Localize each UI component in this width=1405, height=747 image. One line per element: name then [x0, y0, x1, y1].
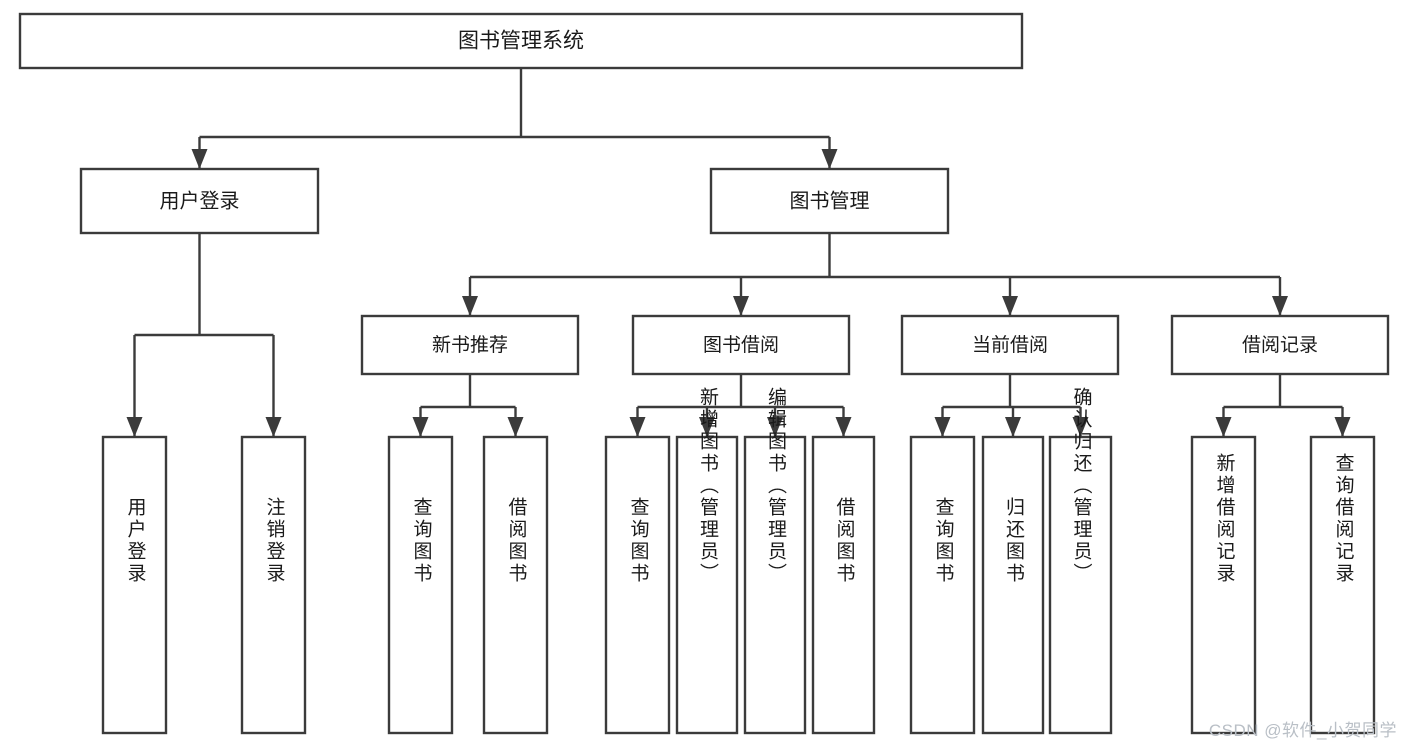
- node-new-book-recommend[interactable]: 新书推荐: [360, 314, 580, 376]
- arrow-head-icon: [733, 296, 749, 316]
- node-box-leaf-query-borrow-record[interactable]: [1309, 435, 1376, 735]
- node-box-leaf-return-book[interactable]: [981, 435, 1045, 735]
- node-label-current-borrow: 当前借阅: [972, 334, 1048, 356]
- arrow-head-icon: [126, 417, 143, 437]
- node-label-leaf-query-book-2: 查询图书: [627, 497, 649, 585]
- node-leaf-add-book[interactable]: 新增图书（管理员）: [675, 387, 739, 735]
- arrow-head-icon: [507, 417, 524, 437]
- arrow-head-icon: [1002, 296, 1018, 316]
- node-box-current-borrow[interactable]: [900, 314, 1120, 376]
- node-leaf-query-book-3[interactable]: 查询图书: [909, 435, 976, 735]
- node-leaf-return-book[interactable]: 归还图书: [981, 435, 1045, 735]
- node-leaf-add-borrow-record[interactable]: 新增借阅记录: [1190, 435, 1257, 735]
- node-leaf-query-book-2[interactable]: 查询图书: [604, 435, 671, 735]
- node-label-user-login: 用户登录: [160, 189, 240, 212]
- node-label-book-management: 图书管理: [790, 189, 870, 212]
- node-label-leaf-borrow-book-1: 借阅图书: [505, 497, 527, 585]
- node-leaf-query-book-1[interactable]: 查询图书: [387, 435, 454, 735]
- node-current-borrow[interactable]: 当前借阅: [900, 314, 1120, 376]
- node-book-borrow[interactable]: 图书借阅: [631, 314, 851, 376]
- node-label-leaf-query-book-1: 查询图书: [410, 497, 432, 585]
- node-label-leaf-query-book-3: 查询图书: [932, 497, 954, 585]
- arrow-head-icon: [412, 417, 429, 437]
- node-user-login[interactable]: 用户登录: [79, 167, 320, 235]
- node-root[interactable]: 图书管理系统: [18, 12, 1024, 70]
- node-label-leaf-query-borrow-record: 查询借阅记录: [1332, 453, 1354, 585]
- connector-edges-layer: [126, 68, 1351, 437]
- node-leaf-query-borrow-record[interactable]: 查询借阅记录: [1309, 435, 1376, 735]
- arrow-head-icon: [265, 417, 282, 437]
- arrow-head-icon: [821, 149, 838, 169]
- node-leaf-edit-book[interactable]: 编辑图书（管理员）: [743, 387, 807, 735]
- arrow-head-icon: [1005, 417, 1021, 437]
- node-label-leaf-confirm-return: 确认归还（管理员）: [1070, 387, 1092, 585]
- arrow-head-icon: [1334, 417, 1351, 437]
- node-box-user-login[interactable]: [79, 167, 320, 235]
- node-box-borrow-record[interactable]: [1170, 314, 1390, 376]
- node-box-root[interactable]: [18, 12, 1024, 70]
- node-label-book-borrow: 图书借阅: [703, 334, 779, 356]
- node-box-leaf-query-book-3[interactable]: [909, 435, 976, 735]
- node-borrow-record[interactable]: 借阅记录: [1170, 314, 1390, 376]
- node-label-leaf-user-logout: 注销登录: [263, 497, 285, 585]
- node-label-leaf-user-login: 用户登录: [124, 497, 146, 585]
- node-box-leaf-borrow-book-1[interactable]: [482, 435, 549, 735]
- node-box-leaf-query-book-2[interactable]: [604, 435, 671, 735]
- node-box-new-book-recommend[interactable]: [360, 314, 580, 376]
- csdn-watermark: CSDN @软件_小贺同学: [1208, 721, 1397, 740]
- node-leaf-borrow-book-1[interactable]: 借阅图书: [482, 435, 549, 735]
- node-box-leaf-confirm-return[interactable]: [1048, 435, 1113, 735]
- arrow-head-icon: [767, 417, 783, 437]
- arrow-head-icon: [1072, 417, 1089, 437]
- node-label-leaf-add-book: 新增图书（管理员）: [697, 387, 719, 585]
- arrow-head-icon: [934, 417, 951, 437]
- arrow-head-icon: [699, 417, 715, 437]
- node-box-leaf-user-logout[interactable]: [240, 435, 307, 735]
- arrow-head-icon: [835, 417, 852, 437]
- node-label-new-book-recommend: 新书推荐: [432, 334, 508, 356]
- arrow-head-icon: [1272, 296, 1288, 316]
- node-leaf-user-logout[interactable]: 注销登录: [240, 435, 307, 735]
- node-leaf-borrow-book-2[interactable]: 借阅图书: [811, 435, 876, 735]
- node-box-book-management[interactable]: [709, 167, 950, 235]
- node-box-leaf-user-login[interactable]: [101, 435, 168, 735]
- node-box-book-borrow[interactable]: [631, 314, 851, 376]
- arrow-head-icon: [191, 149, 208, 169]
- node-label-leaf-edit-book: 编辑图书（管理员）: [765, 387, 787, 585]
- node-box-leaf-edit-book[interactable]: [743, 435, 807, 735]
- node-book-management[interactable]: 图书管理: [709, 167, 950, 235]
- node-box-leaf-add-borrow-record[interactable]: [1190, 435, 1257, 735]
- node-box-leaf-borrow-book-2[interactable]: [811, 435, 876, 735]
- node-box-leaf-add-book[interactable]: [675, 435, 739, 735]
- node-label-root: 图书管理系统: [458, 30, 584, 53]
- node-leaf-user-login[interactable]: 用户登录: [101, 435, 168, 735]
- node-label-leaf-add-borrow-record: 新增借阅记录: [1213, 453, 1235, 585]
- node-label-borrow-record: 借阅记录: [1242, 334, 1318, 356]
- node-box-leaf-query-book-1[interactable]: [387, 435, 454, 735]
- arrow-head-icon: [629, 417, 646, 437]
- arrow-head-icon: [1215, 417, 1232, 437]
- arrow-head-icon: [462, 296, 478, 316]
- node-label-leaf-return-book: 归还图书: [1003, 497, 1025, 585]
- nodes-layer: 图书管理系统用户登录图书管理新书推荐图书借阅当前借阅借阅记录用户登录注销登录查询…: [18, 12, 1390, 735]
- node-leaf-confirm-return[interactable]: 确认归还（管理员）: [1048, 387, 1113, 735]
- node-label-leaf-borrow-book-2: 借阅图书: [833, 497, 855, 585]
